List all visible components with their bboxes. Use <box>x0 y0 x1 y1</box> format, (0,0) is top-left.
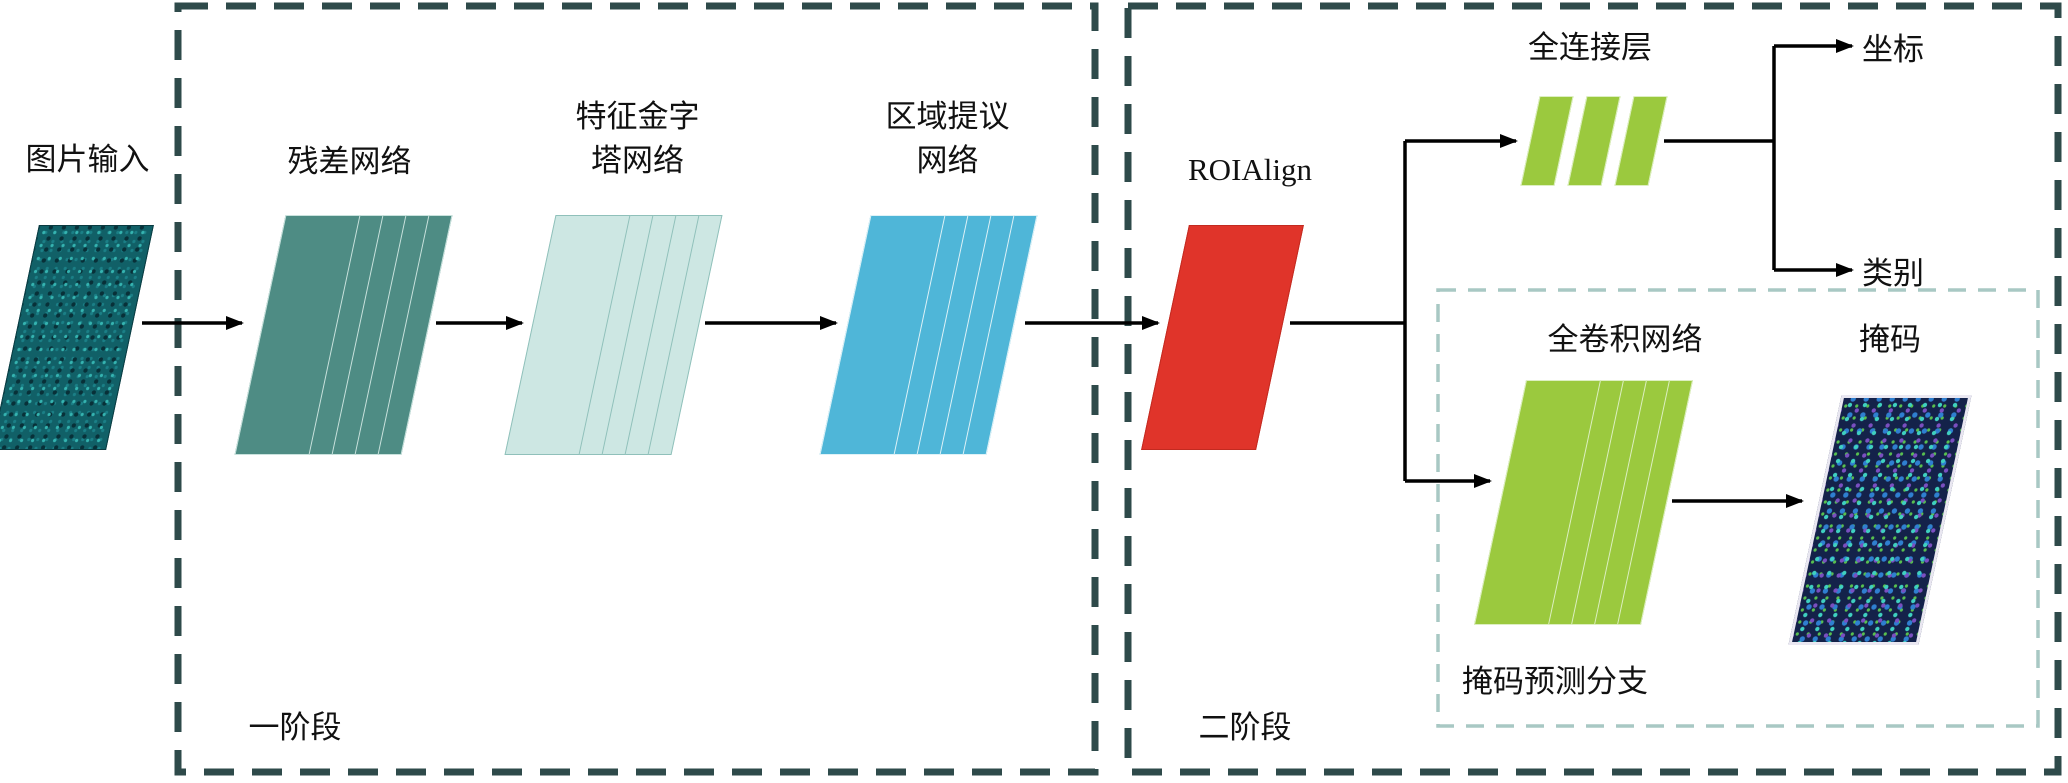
rpn-label-line2: 网络 <box>916 143 979 178</box>
fpn-stack <box>504 215 723 455</box>
rpn-label: 区域提议 网络 <box>850 95 1045 183</box>
coordinates-label: 坐标 <box>1862 32 1924 67</box>
fc-sheet <box>1567 96 1621 186</box>
residual-network-stack <box>234 215 453 455</box>
roialign-label: ROIAlign <box>1188 152 1312 187</box>
fpn-label: 特征金字 塔网络 <box>540 95 735 183</box>
fc-layer-stack <box>1520 96 1668 186</box>
fc-sheet <box>1614 96 1668 186</box>
mask-branch-label: 掩码预测分支 <box>1462 664 1648 699</box>
stage2-label: 二阶段 <box>1198 710 1292 745</box>
mask-label: 掩码 <box>1859 322 1921 357</box>
fpn-label-line2: 塔网络 <box>591 143 684 178</box>
mask-branch-dashed-box <box>1436 288 2040 728</box>
stage2-dashed-box <box>1124 2 2062 776</box>
fcn-label: 全卷积网络 <box>1547 322 1703 357</box>
fc-layer-label: 全连接层 <box>1528 30 1652 65</box>
rpn-label-line1: 区域提议 <box>885 99 1010 134</box>
input-image-label: 图片输入 <box>25 142 150 177</box>
residual-network-label: 残差网络 <box>287 144 412 179</box>
stage1-dashed-box <box>174 2 1099 776</box>
fcn-stack <box>1473 380 1694 625</box>
rpn-stack <box>819 215 1038 455</box>
fpn-label-line1: 特征金字 <box>575 99 700 134</box>
class-label: 类别 <box>1862 256 1924 291</box>
stage1-label: 一阶段 <box>248 710 342 745</box>
